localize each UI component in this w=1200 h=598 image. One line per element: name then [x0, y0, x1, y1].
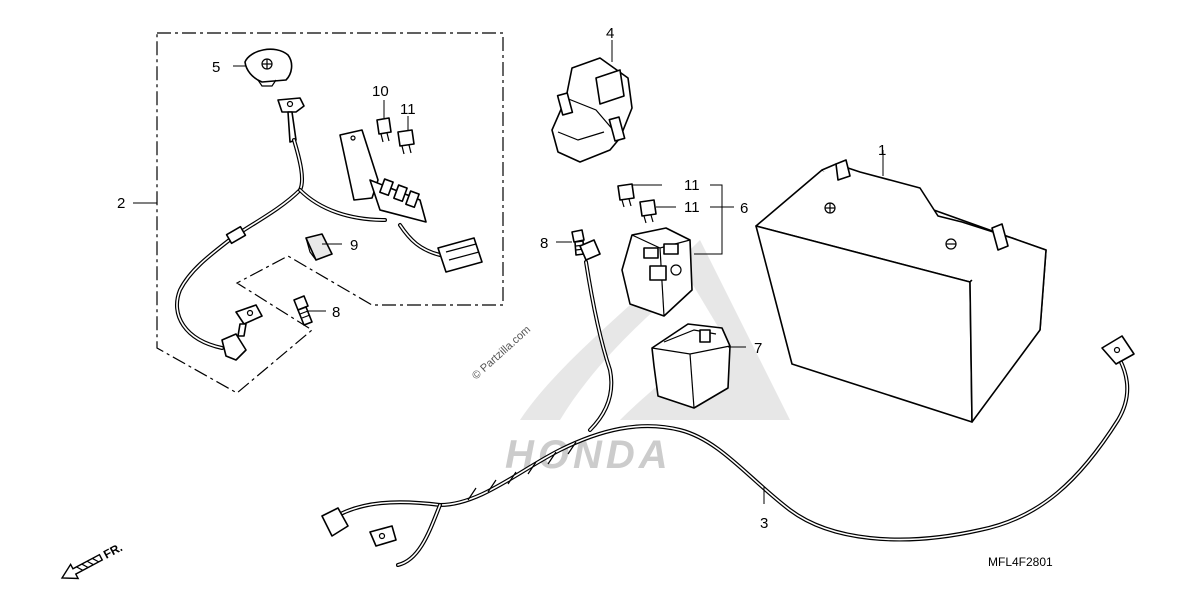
leader-lines — [133, 40, 884, 504]
part-2-sub-harness — [174, 97, 483, 361]
callout-2: 2 — [117, 195, 125, 212]
part-4-relay-cover — [551, 57, 633, 163]
part-11-fuse-b — [617, 183, 635, 208]
callout-11b: 11 — [684, 177, 700, 194]
callout-9: 9 — [350, 237, 358, 254]
subassembly-frame — [156, 32, 504, 394]
part-11-fuse-c — [639, 199, 657, 224]
front-direction-label: FR. — [101, 540, 125, 561]
part-8-bolt-left — [293, 295, 313, 326]
callout-8b: 8 — [332, 304, 340, 321]
part-6-starter-relay — [621, 227, 693, 317]
callout-5: 5 — [212, 59, 220, 76]
part-10-fuse — [376, 117, 392, 143]
partzilla-watermark: © Partzilla.com — [470, 324, 533, 383]
part-3-battery-cable — [321, 239, 1135, 567]
diagram-code: MFL4F2801 — [988, 555, 1053, 569]
part-1-battery — [755, 159, 1047, 423]
callout-7: 7 — [754, 340, 762, 357]
callout-8a: 8 — [540, 235, 548, 252]
front-direction-arrow: FR. — [60, 540, 125, 580]
callout-3: 3 — [760, 515, 768, 532]
callout-11a: 11 — [400, 101, 416, 118]
callout-1: 1 — [878, 142, 886, 159]
callout-4: 4 — [606, 25, 614, 42]
part-7-relay-case — [651, 323, 731, 409]
part-9-cover — [305, 233, 333, 261]
callout-10: 10 — [372, 83, 389, 100]
callout-6: 6 — [740, 200, 748, 217]
part-11-fuse-a — [397, 129, 415, 155]
part-5-cap — [244, 48, 293, 87]
callout-11c: 11 — [684, 199, 700, 216]
